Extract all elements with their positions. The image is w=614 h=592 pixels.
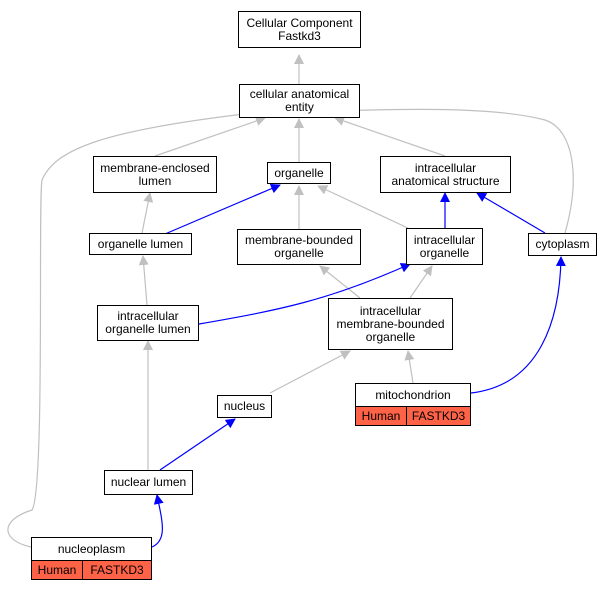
node-nuclear-lumen[interactable]: nuclear lumen	[104, 470, 193, 495]
edge-ol-to-organelle	[164, 183, 281, 235]
edge-cyto-to-cae	[336, 105, 574, 234]
edge-mel-to-cae	[154, 116, 266, 157]
edge-iol-to-ol	[138, 255, 149, 306]
node-nucleoplasm[interactable]: nucleoplasm	[31, 537, 152, 561]
annotation-row-mitochondrion: Human FASTKD3	[355, 406, 471, 426]
annotation-gene-cell: FASTKD3	[83, 560, 152, 580]
annotation-species-cell: Human	[31, 560, 83, 580]
node-intracellular-anatomical-structure[interactable]: intracellular anatomical structure	[380, 156, 511, 193]
node-membrane-bounded-organelle[interactable]: membrane-bounded organelle	[237, 229, 361, 265]
edge-ol-to-mel	[141, 192, 154, 234]
node-organelle-lumen[interactable]: organelle lumen	[89, 233, 192, 255]
edge-mito-to-imbo	[404, 350, 415, 384]
node-cytoplasm[interactable]: cytoplasm	[528, 233, 597, 256]
edge-np-to-cae	[7, 108, 263, 548]
node-membrane-enclosed-lumen[interactable]: membrane-enclosed lumen	[93, 156, 217, 193]
edge-io-to-organelle	[317, 185, 411, 230]
edge-iol-to-io	[198, 263, 411, 325]
edge-mito-to-cyto	[470, 256, 566, 394]
edge-nl-to-nucleus	[159, 418, 236, 471]
edge-imbo-to-mbo	[319, 265, 361, 299]
node-nucleus[interactable]: nucleus	[217, 395, 272, 418]
edge-ias-to-cae	[334, 116, 446, 157]
node-cellular-component-fastkd3[interactable]: Cellular Component Fastkd3	[238, 11, 361, 48]
node-intracellular-organelle[interactable]: intracellular organelle	[406, 228, 483, 265]
node-intracellular-membrane-bounded-organelle[interactable]: intracellular membrane-bounded organelle	[328, 298, 453, 350]
node-mitochondrion[interactable]: mitochondrion	[355, 383, 471, 407]
edge-np-to-nl	[151, 494, 164, 548]
node-intracellular-organelle-lumen[interactable]: intracellular organelle lumen	[97, 305, 199, 341]
edge-imbo-to-io	[409, 265, 433, 299]
edge-nucleus-to-imbo	[269, 350, 351, 394]
edge-cyto-to-ias	[476, 192, 546, 234]
node-cellular-anatomical-entity[interactable]: cellular anatomical entity	[239, 84, 360, 118]
annotation-row-nucleoplasm: Human FASTKD3	[31, 560, 152, 580]
annotation-gene-cell: FASTKD3	[407, 406, 471, 426]
annotation-species-cell: Human	[355, 406, 407, 426]
node-organelle[interactable]: organelle	[267, 162, 331, 184]
